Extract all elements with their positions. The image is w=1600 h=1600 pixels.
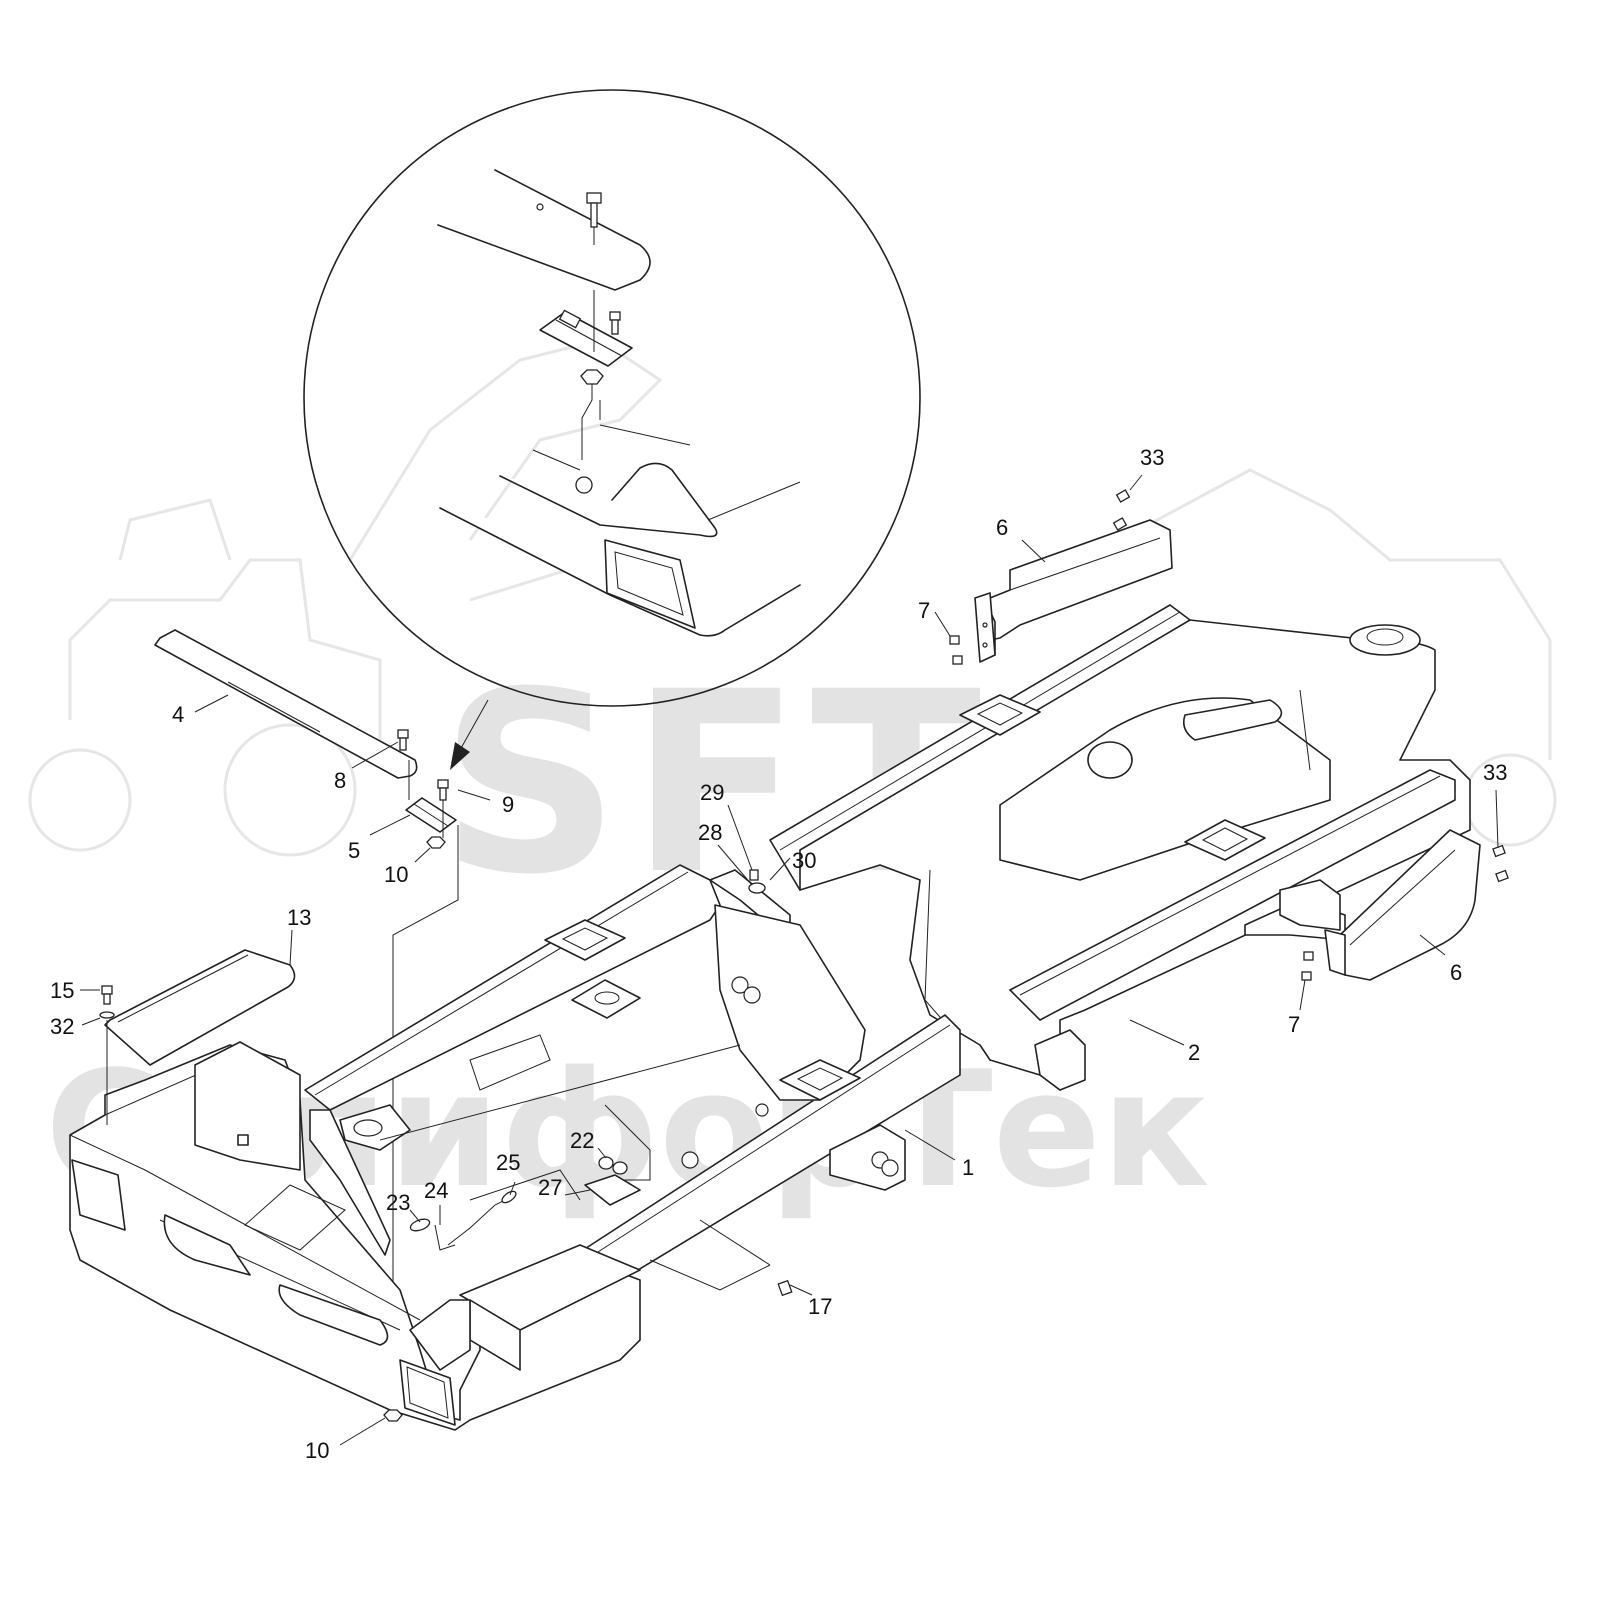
detail-nut-icon — [580, 369, 604, 460]
callout-4: 4 — [172, 702, 184, 727]
detail-cover-plate — [437, 169, 651, 291]
part-22-nuts — [598, 1156, 628, 1175]
pad-upper-2 — [1184, 819, 1266, 861]
callout-5: 5 — [348, 838, 360, 863]
callout-10-lower: 10 — [305, 1438, 329, 1463]
callout-25: 25 — [496, 1150, 520, 1175]
part-8-bolt — [397, 729, 409, 751]
part-6-lower-bracket — [1324, 829, 1481, 981]
leader-lines — [80, 474, 1499, 1446]
part-1-lower-frame — [69, 864, 961, 1431]
part-13-cover — [104, 949, 296, 1066]
pad-lower-3 — [779, 1059, 861, 1101]
part-24-chain-link — [434, 1224, 456, 1251]
part-2-upper-frame — [769, 604, 1471, 1091]
part-33-bolts-lower — [1492, 844, 1509, 883]
detail-hinge-icon — [539, 290, 633, 367]
detail-frame-edge — [532, 449, 581, 471]
watermark-machine-left — [28, 498, 382, 857]
callout-15: 15 — [50, 978, 74, 1003]
callout-29: 29 — [700, 780, 724, 805]
pad-upper-1 — [959, 694, 1041, 736]
detail-bolt-icon — [586, 192, 602, 245]
callout-33-lower: 33 — [1483, 760, 1507, 785]
part-9-bolt — [437, 779, 449, 801]
callout-6-upper: 6 — [996, 515, 1008, 540]
part-7-bolts-upper — [949, 635, 963, 665]
callout-10-upper: 10 — [384, 862, 408, 887]
part-15-bolt — [101, 985, 113, 1005]
part-33-bolts-upper — [1112, 489, 1131, 531]
detail-arrow-line — [459, 699, 489, 751]
callout-28: 28 — [698, 820, 722, 845]
callout-2: 2 — [1188, 1040, 1200, 1065]
callout-labels: 33 6 7 4 8 9 5 10 29 28 30 33 13 15 32 6… — [50, 445, 1507, 1463]
callout-27: 27 — [538, 1175, 562, 1200]
rear-opening-right — [399, 1359, 456, 1426]
callout-24: 24 — [424, 1178, 448, 1203]
callout-7-lower: 7 — [1288, 1012, 1300, 1037]
callout-9: 9 — [502, 792, 514, 817]
pad-lower-1 — [544, 919, 626, 961]
callout-30: 30 — [792, 848, 816, 873]
callout-17: 17 — [808, 1294, 832, 1319]
part-10-nut-bottom — [383, 1409, 403, 1422]
detail-step-icon — [604, 539, 696, 629]
part-6-upper-bracket — [974, 519, 1173, 663]
part-30-washer — [748, 882, 766, 894]
detail-view-circle — [303, 89, 921, 770]
callout-1: 1 — [962, 1155, 974, 1180]
callout-7-upper: 7 — [918, 598, 930, 623]
callout-6-lower: 6 — [1450, 960, 1462, 985]
callout-8: 8 — [334, 768, 346, 793]
pad-lower-2 — [571, 979, 641, 1019]
callout-23: 23 — [386, 1190, 410, 1215]
part-29-bolt — [749, 869, 759, 881]
part-32-washer — [99, 1011, 115, 1019]
part-25-chain — [447, 1190, 517, 1246]
callout-13: 13 — [287, 905, 311, 930]
part-10-nut-top — [426, 836, 446, 849]
part-7-bolts-lower — [1301, 951, 1314, 981]
detail-frame-body — [499, 462, 718, 538]
callout-33-upper: 33 — [1140, 445, 1164, 470]
callout-22: 22 — [570, 1128, 594, 1153]
callout-32: 32 — [50, 1014, 74, 1039]
part-27-bracket — [584, 1174, 641, 1206]
part-17-bolt — [777, 1279, 793, 1297]
detail-arrow-head — [450, 742, 470, 770]
hinge-vertical-guide — [392, 800, 459, 1410]
part-4-cover-plate — [154, 629, 418, 779]
rear-opening-left — [71, 1159, 126, 1231]
